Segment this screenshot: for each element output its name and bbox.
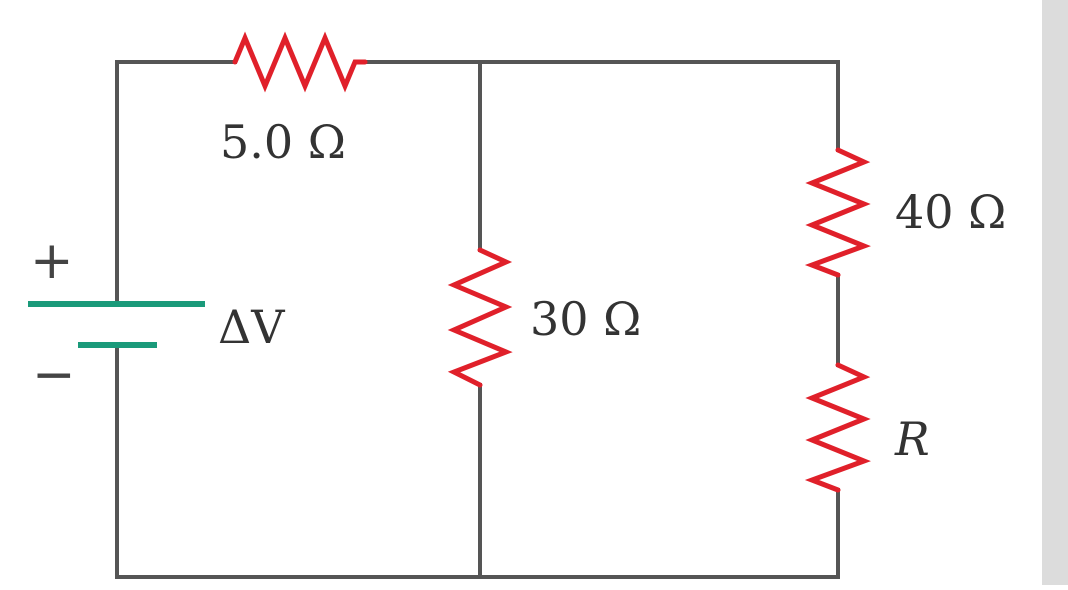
resistor-R	[804, 362, 871, 493]
resistor-R-label: R	[894, 412, 930, 466]
resistor-30ohm-label: 30 Ω	[530, 292, 641, 346]
battery-plus-sign: +	[30, 231, 74, 291]
resistor-40ohm-label: 40 Ω	[895, 185, 1006, 239]
resistor-5ohm-label: 5.0 Ω	[220, 115, 346, 169]
battery-voltage-label: ΔV	[218, 300, 285, 354]
resistor-40ohm	[804, 147, 871, 278]
scrollbar-track[interactable]	[1042, 0, 1068, 585]
battery-minus-sign: −	[32, 345, 76, 405]
wires	[115, 60, 840, 579]
battery	[28, 301, 205, 348]
resistor-30ohm	[447, 247, 513, 388]
resistor-5ohm	[232, 31, 368, 93]
resistors	[232, 31, 871, 493]
